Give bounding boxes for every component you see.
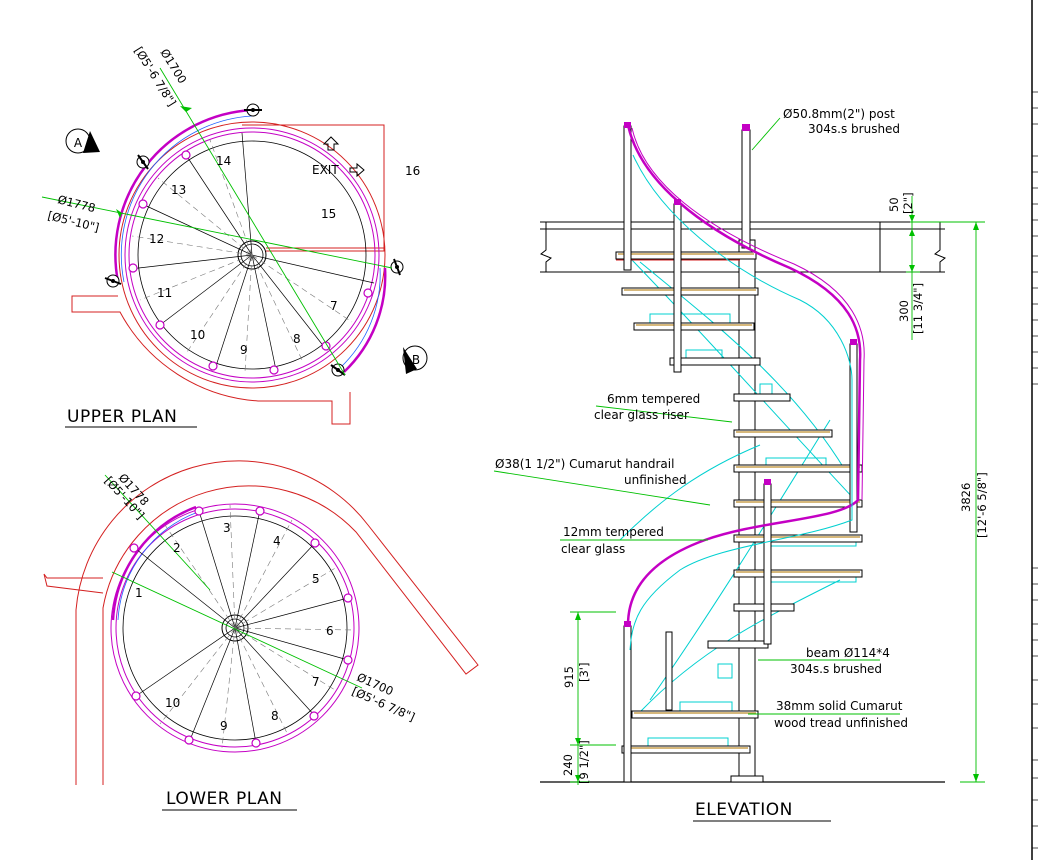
dim-240: 240 <box>561 754 575 776</box>
dim-300: 300 <box>897 300 911 322</box>
upper-step-number: 14 <box>216 154 231 168</box>
callout-handrail-line2: unfinished <box>624 473 687 487</box>
dim-240-imperial: [9 1/2"] <box>577 740 591 784</box>
elevation-title: ELEVATION <box>695 800 793 820</box>
lower-step-number: 8 <box>271 709 279 723</box>
center-column <box>730 239 764 783</box>
upper-step-number: 10 <box>190 328 205 342</box>
outside-number: 16 <box>405 164 420 178</box>
lower-floor-outline <box>75 460 479 785</box>
lower-step-number: 9 <box>220 719 228 733</box>
upper-step-number: 12 <box>149 232 164 246</box>
dim-3826-imperial: [12'-6 5/8"] <box>975 472 989 538</box>
sheet-border <box>1031 0 1038 860</box>
lower-step-number: 10 <box>165 696 180 710</box>
dim-50-imperial: [2"] <box>901 192 915 214</box>
dim-50: 50 <box>887 197 901 212</box>
exit-sign: EXIT <box>312 136 365 178</box>
lower-plan: 1 2 3 4 5 6 7 8 9 10 Ø1778 [Ø5'-10"] Ø17… <box>43 460 479 811</box>
lower-plan-title: LOWER PLAN <box>166 789 282 809</box>
dim-915-imperial: [3'] <box>577 663 591 682</box>
lower-step-lines <box>135 509 349 744</box>
landing-outline <box>242 124 385 252</box>
dim-915: 915 <box>562 666 576 688</box>
balusters-posts <box>623 125 858 783</box>
lower-step-number: 7 <box>312 675 320 689</box>
marker-a: A <box>65 128 100 154</box>
exit-label: EXIT <box>312 163 339 177</box>
upper-step-number: 11 <box>157 286 172 300</box>
callout-beam-line2: 304s.s brushed <box>790 662 882 676</box>
callout-glass-line2: clear glass <box>561 542 625 556</box>
marker-b-label: B <box>412 353 420 367</box>
callout-handrail-line1: Ø38(1 1/2") Cumarut handrail <box>495 457 674 471</box>
upper-newel-posts <box>104 103 404 377</box>
upper-step-number: 8 <box>293 332 301 346</box>
callout-beam-line1: beam Ø114*4 <box>806 646 890 660</box>
lower-step-number: 6 <box>326 624 334 638</box>
callout-tread-line1: 38mm solid Cumarut <box>776 699 903 713</box>
upper-floor-opening-outline <box>71 295 351 425</box>
marker-a-label: A <box>74 136 83 150</box>
lower-step-number: 1 <box>135 586 143 600</box>
dim-3826: 3826 <box>959 483 973 512</box>
lower-step-hidden-lines <box>159 504 353 749</box>
lower-step-number: 2 <box>173 541 181 555</box>
upper-step-number: 13 <box>171 183 186 197</box>
lower-dimension-lines <box>104 474 363 689</box>
upper-step-hidden-lines <box>131 139 353 373</box>
landing-number: 15 <box>321 207 336 221</box>
callout-post-line1: Ø50.8mm(2") post <box>783 107 895 121</box>
lower-step-number: 5 <box>312 572 320 586</box>
lower-step-number: 3 <box>223 521 231 535</box>
elevation: Ø50.8mm(2") post 304s.s brushed 6mm temp… <box>493 107 989 822</box>
dim-300-imperial: [11 3/4"] <box>911 283 925 334</box>
callout-tread-line2: wood tread unfinished <box>774 716 908 730</box>
tread-wood-edges <box>618 253 860 749</box>
callout-glass-line1: 12mm tempered <box>563 525 664 539</box>
elevation-handrail <box>626 124 862 626</box>
upper-plan-title: UPPER PLAN <box>67 407 177 427</box>
callout-riser-line2: clear glass riser <box>594 408 689 422</box>
lower-balusters <box>129 506 353 748</box>
upper-dimension-lines <box>41 67 393 376</box>
lower-handrail <box>111 505 197 621</box>
marker-b: B <box>402 345 428 374</box>
upper-plan: A B 14 13 12 11 10 9 8 7 15 16 EXIT Ø170… <box>41 44 428 428</box>
treads <box>615 251 863 754</box>
callout-post-line2: 304s.s brushed <box>808 122 900 136</box>
callout-riser-line1: 6mm tempered <box>607 392 700 406</box>
upper-step-number: 7 <box>330 299 338 313</box>
upper-balusters <box>128 150 373 375</box>
lower-step-number: 4 <box>273 534 281 548</box>
upper-step-number: 9 <box>240 343 248 357</box>
upper-step-lines <box>129 132 375 371</box>
